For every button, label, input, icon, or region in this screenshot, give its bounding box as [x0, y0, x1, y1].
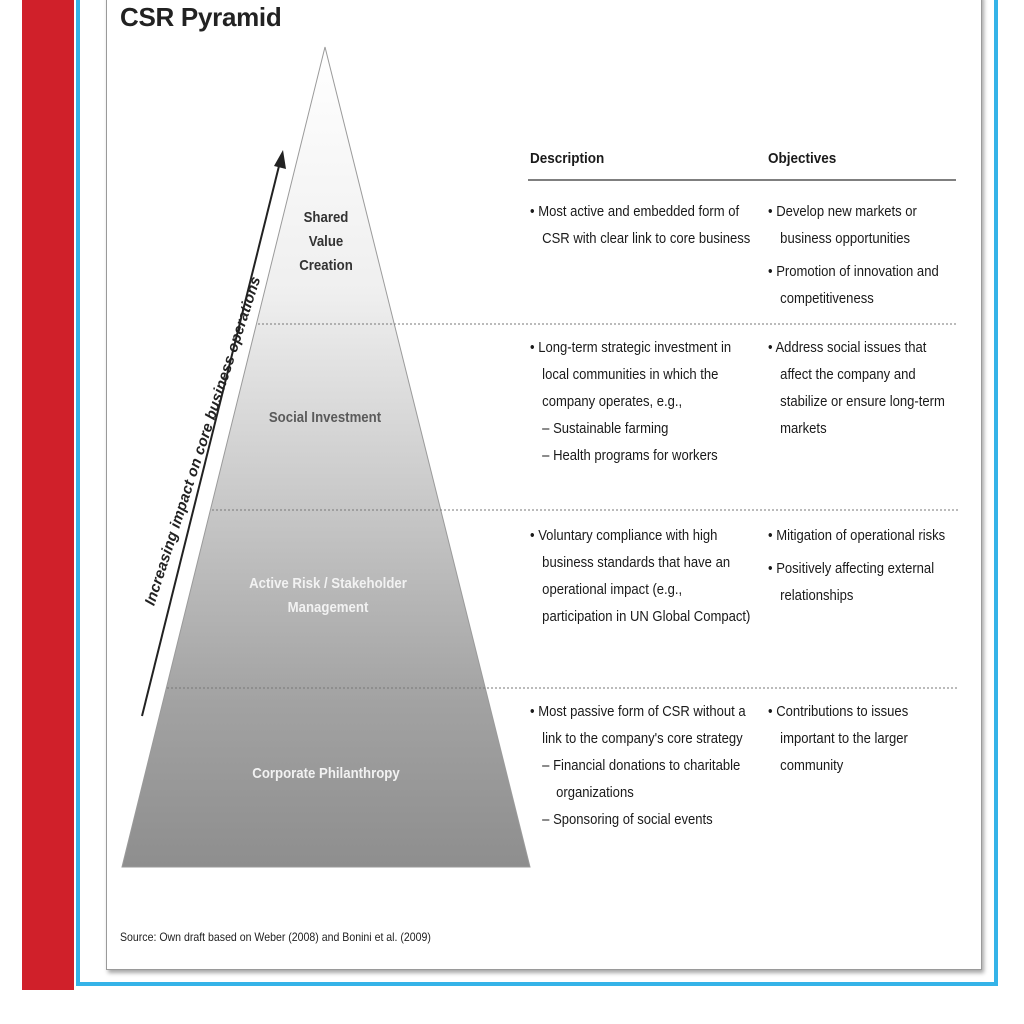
tier-4-objectives: • Contributions to issues important to t… — [768, 698, 961, 779]
tier-label-shared-value: Shared Value Creation — [299, 209, 353, 274]
red-accent-bar — [22, 0, 74, 990]
bullet-item: • Promotion of innovation and competitiv… — [768, 263, 939, 307]
column-header-description: Description — [530, 150, 605, 167]
dash-item: – Sustainable farming — [542, 420, 669, 437]
tier-3-objectives: • Mitigation of operational risks • Posi… — [768, 522, 961, 609]
dash-item: – Health programs for workers — [542, 447, 718, 464]
dash-item: – Financial donations to charitable orga… — [542, 757, 741, 801]
tier-1-objectives: • Develop new markets or business opport… — [768, 198, 961, 312]
impact-arrow-shaft — [141, 161, 281, 717]
bullet-item: • Long-term strategic investment in loca… — [530, 339, 732, 410]
tier-2-objectives: • Address social issues that affect the … — [768, 334, 961, 442]
bullet-item: • Address social issues that affect the … — [768, 339, 945, 437]
dash-item: – Sponsoring of social events — [542, 811, 713, 828]
pyramid-shape — [121, 46, 531, 868]
tier-label-corporate-philanthropy: Corporate Philanthropy — [252, 765, 400, 782]
bullet-item: • Mitigation of operational risks — [768, 527, 946, 544]
tier-3-description: • Voluntary compliance with high busines… — [530, 522, 753, 630]
bullet-item: • Positively affecting external relation… — [768, 560, 935, 604]
column-header-objectives: Objectives — [768, 150, 837, 167]
bullet-item: • Most active and embedded form of CSR w… — [530, 203, 751, 247]
bullet-item: • Contributions to issues important to t… — [768, 703, 909, 774]
page-title: CSR Pyramid — [120, 2, 282, 32]
blue-frame — [76, 0, 998, 986]
bullet-item: • Develop new markets or business opport… — [768, 203, 917, 247]
tier-4-description: • Most passive form of CSR without a lin… — [530, 698, 753, 833]
impact-arrow-head — [274, 150, 286, 169]
tier-label-social-investment: Social Investment — [268, 409, 382, 426]
tier-label-active-risk: Active Risk / Stakeholder Management — [249, 575, 407, 616]
tier-2-description: • Long-term strategic investment in loca… — [530, 334, 753, 469]
source-note: Source: Own draft based on Weber (2008) … — [120, 930, 431, 944]
tier-1-description: • Most active and embedded form of CSR w… — [530, 198, 751, 252]
bullet-item: • Voluntary compliance with high busines… — [530, 527, 751, 625]
bullet-item: • Most passive form of CSR without a lin… — [530, 703, 746, 747]
